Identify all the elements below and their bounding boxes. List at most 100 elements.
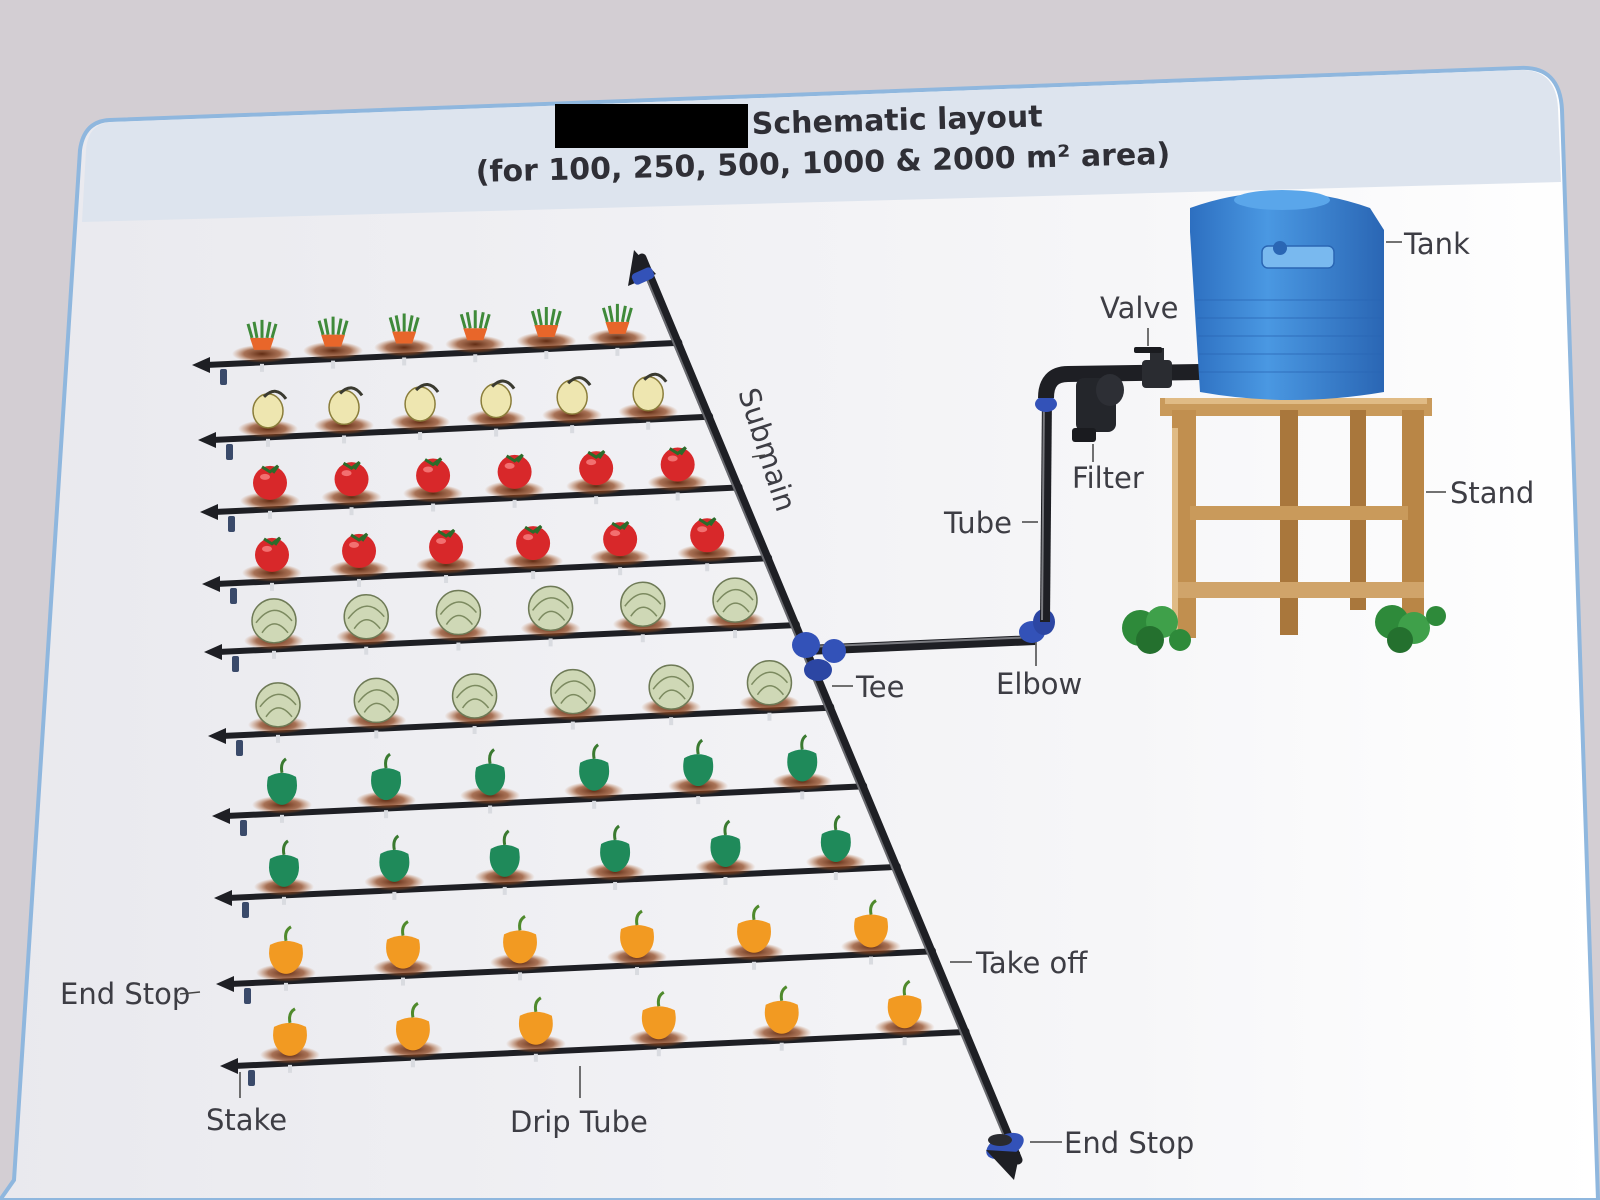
stake (244, 988, 251, 1004)
lateral-end-stop (202, 576, 220, 592)
stand-label: Stand (1450, 476, 1534, 510)
dripper (869, 956, 874, 965)
dripper (418, 432, 423, 441)
end-stop-left-label: End Stop (60, 977, 190, 1011)
green-pepper-plant (564, 743, 625, 809)
tee-label: Tee (855, 670, 904, 704)
lateral-end-stop (216, 976, 234, 992)
dripper (669, 717, 674, 726)
header-band (82, 69, 1561, 223)
onion-plant (390, 383, 451, 441)
dripper (779, 1042, 784, 1051)
submain-top-end-cap (628, 250, 656, 286)
dripper (696, 796, 701, 805)
dripper (331, 360, 336, 369)
cabbage-plant (444, 673, 505, 735)
dripper (502, 886, 507, 895)
stake (236, 740, 243, 756)
dripper (512, 499, 517, 508)
end-stop-left-leader (179, 991, 201, 995)
dripper (402, 357, 407, 366)
green-pepper-plant (364, 834, 425, 900)
dripper (364, 646, 369, 655)
take-off-label: Take off (975, 946, 1088, 980)
title-line-1: Schematic layout (751, 99, 1043, 142)
dripper (284, 982, 288, 991)
water-tank (1190, 190, 1384, 400)
dripper (270, 582, 274, 591)
dripper (282, 896, 286, 905)
dripper (349, 507, 354, 516)
dripper (570, 721, 575, 730)
dripper (488, 805, 493, 814)
lateral-end-stop (200, 504, 218, 520)
dripper (733, 630, 738, 639)
dripper (342, 435, 347, 444)
dripper (705, 563, 710, 572)
cabbage-plant (520, 585, 581, 647)
yellow-pepper-plant (373, 920, 434, 986)
green-pepper-plant (805, 814, 866, 881)
dripper (613, 881, 618, 890)
dripper (473, 354, 478, 363)
yellow-pepper-plant (260, 1007, 320, 1073)
dripper (548, 638, 553, 647)
cabbage-plant (739, 659, 800, 721)
drip-tube-label: Drip Tube (510, 1105, 648, 1139)
dripper (444, 575, 449, 584)
yellow-pepper-plant (256, 925, 316, 991)
tomato-plant (403, 457, 464, 512)
green-pepper-plant (356, 752, 417, 819)
submain-end-stop (986, 1132, 1024, 1180)
tomato-plant (321, 460, 382, 516)
dripper (456, 642, 461, 651)
dripper (260, 363, 264, 372)
shrub-left (1122, 606, 1191, 654)
tomato-plant (503, 524, 564, 580)
submain-pipe (637, 253, 1023, 1165)
crop-plants (232, 303, 935, 1073)
filter-label: Filter (1072, 461, 1144, 495)
green-pepper-plant (668, 738, 729, 805)
vertical-tube (1035, 395, 1057, 623)
onion-plant (238, 389, 298, 447)
dripper (570, 425, 575, 434)
dripper (518, 972, 523, 981)
valve-label: Valve (1100, 291, 1178, 325)
dripper (618, 567, 623, 576)
dripper (374, 730, 379, 739)
yellow-pepper-plant (505, 996, 566, 1062)
stake (226, 444, 233, 460)
tomato-plant (416, 528, 477, 584)
lateral-end-stop (204, 644, 222, 660)
cabbage-plant (641, 664, 702, 726)
cabbage-plant (244, 598, 304, 659)
dripper (723, 876, 728, 885)
stake-label: Stake (206, 1103, 287, 1137)
stake (242, 902, 249, 918)
dripper (752, 961, 757, 970)
dripper (401, 977, 406, 986)
stake (248, 1070, 255, 1086)
carrot-plant (587, 303, 648, 356)
stake (230, 588, 237, 604)
drip-tube-lateral (200, 482, 743, 532)
green-pepper-plant (254, 839, 314, 905)
tomato-plant (590, 520, 651, 576)
dripper (544, 351, 549, 360)
lateral-end-stop (214, 890, 232, 906)
carrot-plant (516, 307, 577, 360)
dripper (635, 967, 640, 976)
stake (220, 369, 227, 385)
yellow-pepper-plant (724, 904, 785, 970)
dripper (615, 347, 620, 356)
carrot-plant (303, 316, 364, 369)
lateral-end-stop (212, 808, 230, 824)
redacted-box (555, 104, 748, 148)
dripper (384, 810, 389, 819)
tomato-plant (329, 532, 390, 587)
onion-plant (314, 386, 375, 444)
carrot-plant (374, 313, 435, 366)
outlet-pipe (1038, 364, 1201, 399)
